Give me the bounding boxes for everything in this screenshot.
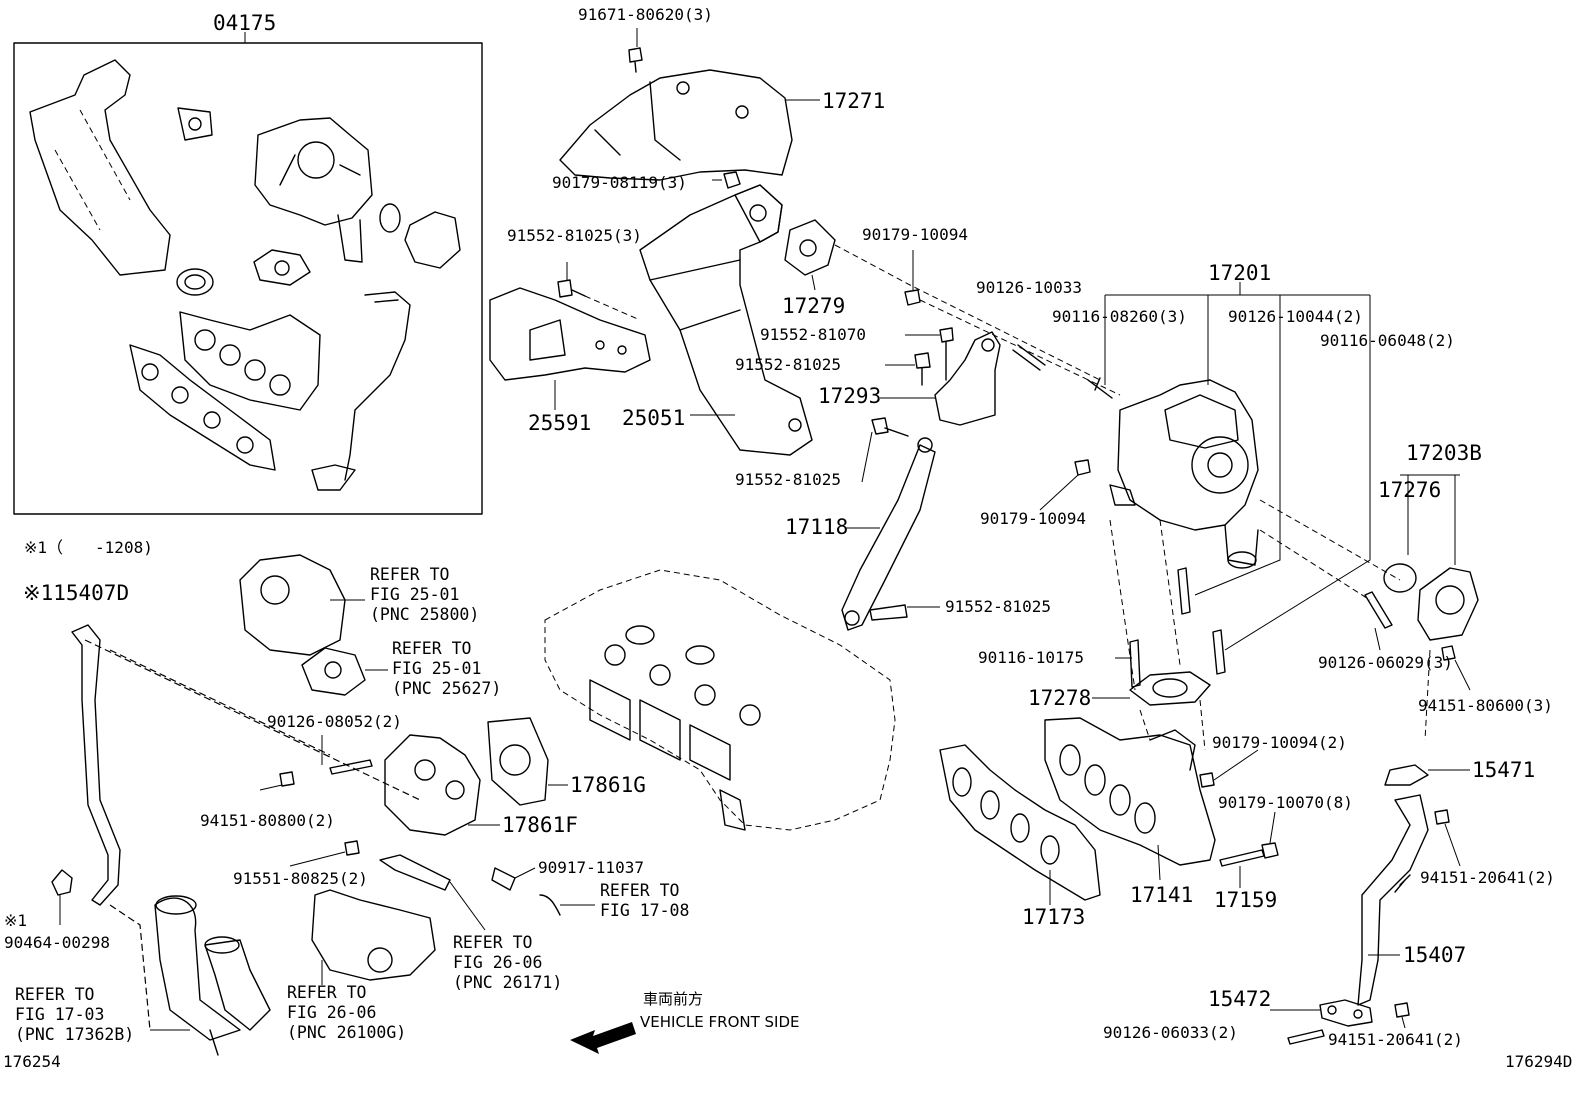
converter-25051 bbox=[639, 184, 813, 456]
direction-en: VEHICLE FRONT SIDE bbox=[640, 1013, 800, 1031]
manifold-gasket-17173 bbox=[939, 744, 1101, 905]
label-17203B: 17203B bbox=[1406, 441, 1482, 465]
label-94151-80600: 94151-80600(3) bbox=[1418, 696, 1553, 715]
label-90179-10070: 90179-10070(8) bbox=[1218, 793, 1353, 812]
gasket-17278 bbox=[1092, 671, 1211, 751]
vehicle-front-arrow bbox=[570, 1022, 636, 1054]
refer-25627-l3: (PNC 25627) bbox=[392, 679, 501, 698]
label-17293: 17293 bbox=[818, 384, 881, 408]
label-94151-20641-a: 94151-20641(2) bbox=[1420, 868, 1555, 887]
note-marker-text: ※1（ -1208) bbox=[24, 538, 153, 557]
label-90917-11037: 90917-11037 bbox=[538, 858, 644, 877]
label-90116-08260: 90116-08260(3) bbox=[1052, 307, 1187, 326]
refer-25800-l3: (PNC 25800) bbox=[370, 605, 479, 624]
corner-id-right: 176294D bbox=[1505, 1052, 1572, 1071]
label-17271: 17271 bbox=[822, 89, 885, 113]
turbocharger-17201 bbox=[1012, 282, 1401, 691]
label-04175: 04175 bbox=[213, 11, 276, 35]
label-25591: 25591 bbox=[528, 411, 591, 435]
label-17173: 17173 bbox=[1022, 905, 1085, 929]
refer-25800-l1: REFER TO bbox=[370, 565, 449, 584]
label-17159: 17159 bbox=[1214, 888, 1277, 912]
leader bbox=[1213, 749, 1259, 781]
label-90126-06029: 90126-06029(3) bbox=[1318, 653, 1453, 672]
label-90179-10094-2: 90179-10094(2) bbox=[1212, 733, 1347, 752]
corner-id-left: 176254 bbox=[3, 1052, 61, 1071]
stay-17118 bbox=[841, 417, 940, 631]
studs bbox=[1115, 567, 1226, 688]
oil-pipe-15407 bbox=[1270, 764, 1470, 1045]
refer-1703-l1: REFER TO bbox=[15, 985, 94, 1004]
label-90179-10094-a: 90179-10094 bbox=[862, 225, 968, 244]
refer-25627-l2: FIG 25-01 bbox=[392, 659, 481, 678]
label-90126-08052: 90126-08052(2) bbox=[267, 712, 402, 731]
exhaust-manifold-17141 bbox=[1044, 717, 1216, 881]
leader bbox=[1269, 811, 1276, 844]
direction-jp: 車両前方 bbox=[643, 990, 703, 1008]
labels: 04175 91671-80620(3) 17271 90179-08119(3… bbox=[3, 5, 1572, 1071]
label-90464-00298: 90464-00298 bbox=[4, 933, 110, 952]
label-91552-81070: 91552-81070 bbox=[760, 325, 866, 344]
label-note-marker: ※1 bbox=[4, 911, 27, 930]
label-17201: 17201 bbox=[1208, 261, 1271, 285]
label-17276: 17276 bbox=[1378, 478, 1441, 502]
cylinder-head bbox=[544, 569, 896, 831]
refer-1703-l2: FIG 17-03 bbox=[15, 1005, 104, 1024]
refer-25800-l2: FIG 25-01 bbox=[370, 585, 459, 604]
label-17278: 17278 bbox=[1028, 686, 1091, 710]
bracket-25591 bbox=[489, 262, 651, 410]
label-91671-80620: 91671-80620(3) bbox=[578, 5, 713, 24]
assembly-box-04175 bbox=[13, 32, 483, 515]
label-25051: 25051 bbox=[622, 406, 685, 430]
heat-insulator-17271 bbox=[559, 28, 820, 189]
refer-25627-l1: REFER TO bbox=[392, 639, 471, 658]
label-90126-10044: 90126-10044(2) bbox=[1228, 307, 1363, 326]
label-90116-10175: 90116-10175 bbox=[978, 648, 1084, 667]
label-91552-81025-b: 91552-81025 bbox=[735, 470, 841, 489]
label-17141: 17141 bbox=[1130, 883, 1193, 907]
label-15472: 15472 bbox=[1208, 987, 1271, 1011]
label-90126-10033: 90126-10033 bbox=[976, 278, 1082, 297]
gasket-17279 bbox=[784, 219, 836, 291]
label-17861G: 17861G bbox=[570, 773, 646, 797]
label-17118: 17118 bbox=[785, 515, 848, 539]
label-94151-80800: 94151-80800(2) bbox=[200, 811, 335, 830]
refer-26100-l1: REFER TO bbox=[287, 983, 366, 1002]
bracket-17293 bbox=[880, 250, 1001, 426]
label-15407D: ※115407D bbox=[23, 581, 129, 605]
refer-26100-l2: FIG 26-06 bbox=[287, 1003, 376, 1022]
refer-26100-l3: (PNC 26100G) bbox=[287, 1023, 406, 1042]
label-90116-06048: 90116-06048(2) bbox=[1320, 331, 1455, 350]
label-90179-08119: 90179-08119(3) bbox=[552, 173, 687, 192]
label-91552-81025-3: 91552-81025(3) bbox=[507, 226, 642, 245]
label-91552-81025-d: 91552-81025 bbox=[945, 597, 1051, 616]
label-91551-80825: 91551-80825(2) bbox=[233, 869, 368, 888]
outlet-17203B bbox=[1364, 474, 1479, 741]
label-15471: 15471 bbox=[1472, 758, 1535, 782]
refer-26171-l1: REFER TO bbox=[453, 933, 532, 952]
label-94151-20641-b: 94151-20641(2) bbox=[1328, 1030, 1463, 1049]
refer-26171-l2: FIG 26-06 bbox=[453, 953, 542, 972]
refer-1708-l2: FIG 17-08 bbox=[600, 901, 689, 920]
label-91552-81025-c: 91552-81025 bbox=[735, 355, 841, 374]
label-90126-06033: 90126-06033(2) bbox=[1103, 1023, 1238, 1042]
refer-1708-l1: REFER TO bbox=[600, 881, 679, 900]
label-17279: 17279 bbox=[782, 294, 845, 318]
label-15407: 15407 bbox=[1403, 943, 1466, 967]
water-housing bbox=[51, 554, 595, 1056]
label-90179-10094-b: 90179-10094 bbox=[980, 509, 1086, 528]
refer-1703-l3: (PNC 17362B) bbox=[15, 1025, 134, 1044]
label-17861F: 17861F bbox=[502, 813, 578, 837]
refer-26171-l3: (PNC 26171) bbox=[453, 973, 562, 992]
